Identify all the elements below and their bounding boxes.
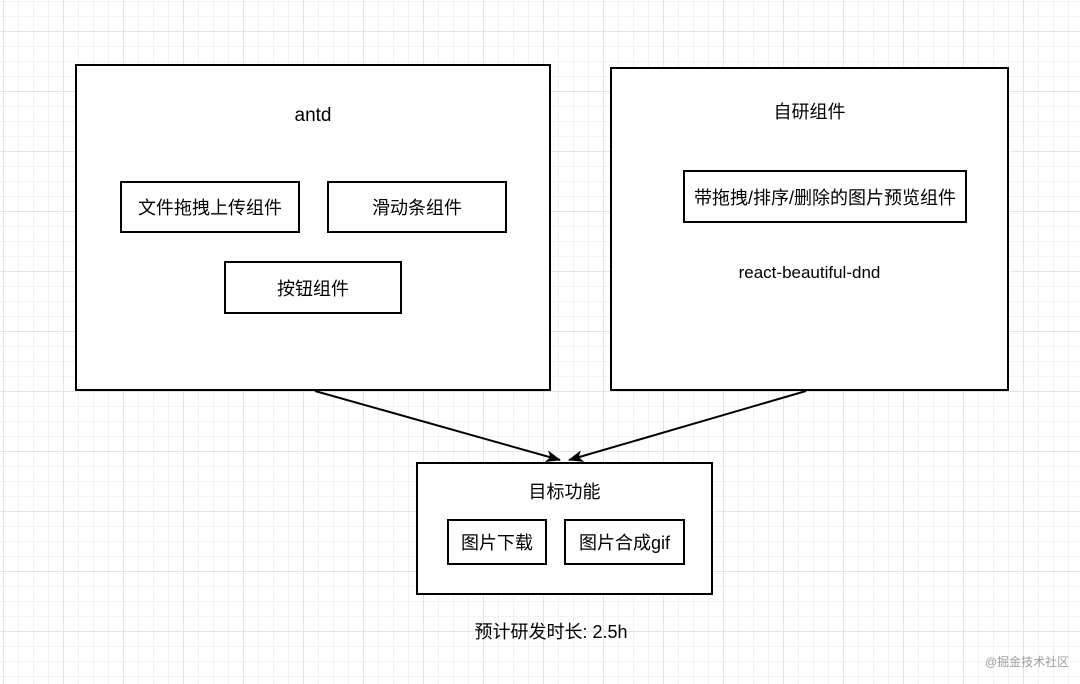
node-button-label: 按钮组件 xyxy=(277,278,349,299)
juejin-community-watermark: @掘金技术社区 xyxy=(985,655,1070,669)
node-slider-label: 滑动条组件 xyxy=(372,198,462,218)
node-button-component: 按钮组件 xyxy=(224,261,402,314)
edge-custom-to-target xyxy=(568,390,807,462)
node-image-to-gif-label: 图片合成gif xyxy=(578,533,670,553)
node-image-download-label: 图片下载 xyxy=(461,533,533,553)
node-image-preview-label: 带拖拽/排序/删除的图片预览组件 xyxy=(693,187,956,208)
node-image-to-gif: 图片合成gif xyxy=(564,519,685,565)
node-file-drag-upload-component: 文件拖拽上传组件 xyxy=(120,181,300,233)
node-image-preview-component: 带拖拽/排序/删除的图片预览组件 xyxy=(683,170,967,223)
target-group-title: 目标功能 xyxy=(528,482,601,502)
node-file-drag-upload-label: 文件拖拽上传组件 xyxy=(138,198,282,218)
node-image-download: 图片下载 xyxy=(447,519,547,565)
custom-group-title: 自研组件 xyxy=(773,102,846,122)
node-slider-component: 滑动条组件 xyxy=(327,181,507,233)
custom-group-box xyxy=(610,67,1009,391)
edge-antd-to-target xyxy=(314,390,561,462)
react-beautiful-dnd-label: react-beautiful-dnd xyxy=(738,263,881,282)
estimated-dev-time-note: 预计研发时长: 2.5h xyxy=(474,622,628,642)
antd-group-title: antd xyxy=(294,105,332,126)
